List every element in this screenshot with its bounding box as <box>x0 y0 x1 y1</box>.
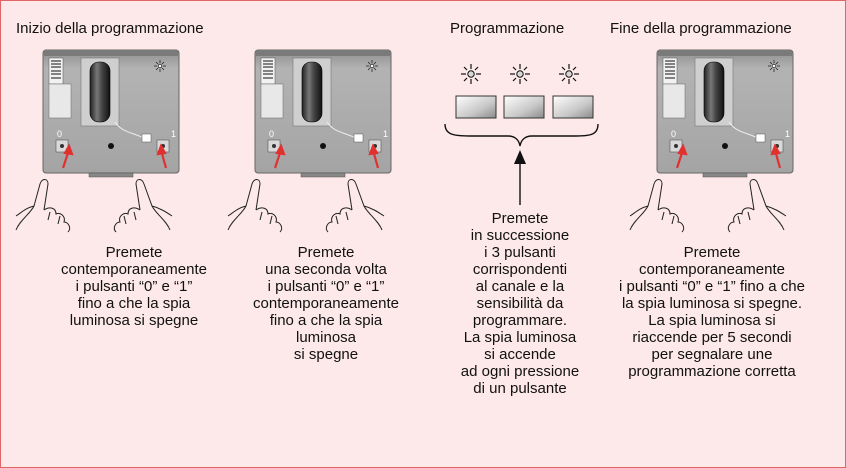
button-0-label: 0 <box>671 129 676 139</box>
step3-description: Premete in successione i 3 pulsanti corr… <box>460 210 580 397</box>
device-panel-start <box>15 49 180 233</box>
step1-description: Premete contemporaneamente i pulsanti “0… <box>61 244 207 329</box>
device-panel-second <box>227 49 392 233</box>
step2-description: Premete una seconda volta i pulsanti “0”… <box>253 244 399 363</box>
title-start: Inizio della programmazione <box>16 20 204 37</box>
led-lamp-1 <box>460 63 482 85</box>
title-programming: Programmazione <box>450 20 565 37</box>
brace <box>444 123 599 147</box>
led-lamp-3 <box>558 63 580 85</box>
button-0-label: 0 <box>269 129 274 139</box>
hands-start <box>15 179 173 233</box>
step4-description: Premete contemporaneamente i pulsanti “0… <box>619 244 805 380</box>
title-end: Fine della programmazione <box>610 20 792 37</box>
hands-second <box>227 179 385 233</box>
program-button-3 <box>552 95 594 119</box>
button-1-label: 1 <box>785 129 790 139</box>
program-button-2 <box>503 95 545 119</box>
button-1-label: 1 <box>171 129 176 139</box>
hands-end <box>629 179 787 233</box>
program-button-1 <box>455 95 497 119</box>
button-0-label: 0 <box>57 129 62 139</box>
button-1-label: 1 <box>383 129 388 139</box>
programming-panel <box>444 63 599 205</box>
led-lamp-2 <box>509 63 531 85</box>
device-panel-end <box>629 49 794 233</box>
